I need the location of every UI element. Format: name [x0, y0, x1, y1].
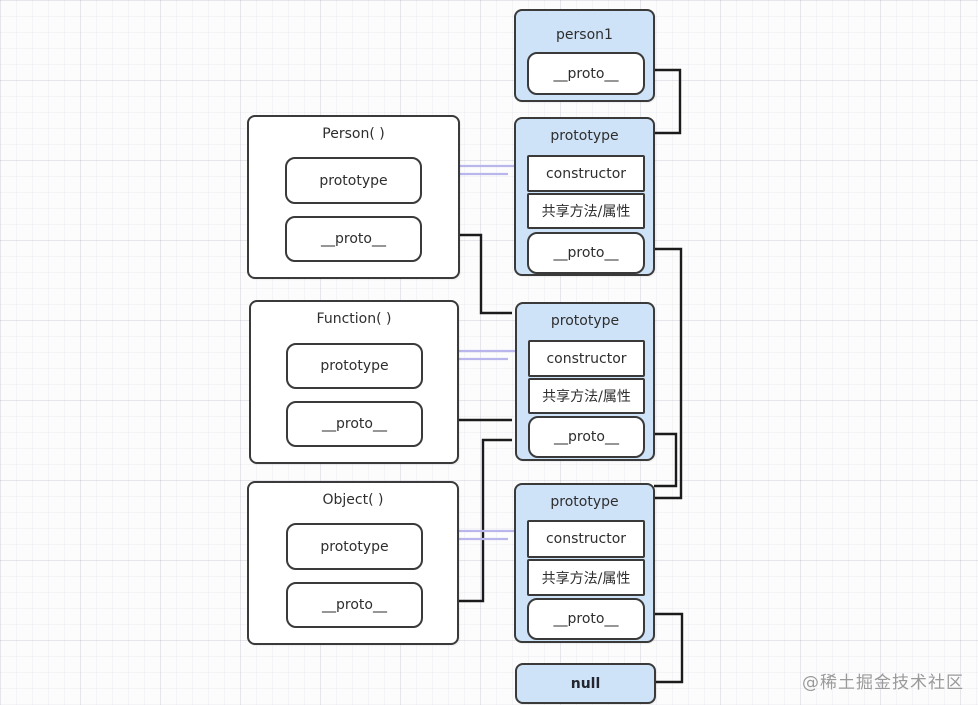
object-prototype-shared-slot: 共享方法/属性 [527, 559, 645, 596]
function-proto-slot: __proto__ [286, 401, 423, 447]
person1-proto-slot: __proto__ [527, 52, 645, 95]
object-prototype-object-box: prototype constructor 共享方法/属性 __proto__ [514, 483, 655, 643]
function-function-box: Function( ) prototype __proto__ [249, 300, 459, 464]
object-prototype-constructor-slot: constructor [527, 520, 645, 558]
person-prototype-constructor-slot: constructor [527, 155, 645, 192]
person-proto-slot: __proto__ [285, 216, 422, 262]
person-prototype-object-box: prototype constructor 共享方法/属性 __proto__ [514, 117, 655, 276]
arrow-person1-proto-to-person-prototype [640, 68, 682, 135]
person-prototype-proto-slot: __proto__ [527, 232, 645, 274]
object-prototype-proto-slot: __proto__ [527, 598, 645, 640]
function-prototype-object-title: prototype [550, 313, 620, 329]
person1-title: person1 [556, 27, 613, 43]
function-prototype-proto-slot: __proto__ [528, 416, 645, 458]
object-function-box: Object( ) prototype __proto__ [247, 481, 459, 645]
arrow-function-prototype-proto-to-object-prototype [642, 432, 678, 488]
watermark: @稀土掘金技术社区 [802, 673, 964, 693]
person-function-title: Person( ) [322, 126, 385, 142]
person-prototype-slot: prototype [285, 157, 422, 204]
function-prototype-constructor-slot: constructor [528, 340, 645, 377]
person-prototype-shared-slot: 共享方法/属性 [527, 193, 645, 229]
function-prototype-shared-slot: 共享方法/属性 [528, 378, 645, 414]
person-function-box: Person( ) prototype __proto__ [247, 115, 460, 279]
person-prototype-object-title: prototype [550, 128, 619, 144]
object-prototype-object-title: prototype [550, 494, 619, 510]
null-box: null [515, 663, 656, 704]
object-function-title: Object( ) [322, 492, 384, 508]
null-label: null [570, 675, 601, 692]
person1-instance-box: person1 __proto__ [514, 9, 655, 102]
arrow-person-prototype-proto-to-object-prototype [642, 247, 683, 500]
function-prototype-object-box: prototype constructor 共享方法/属性 __proto__ [515, 302, 655, 461]
arrow-object-prototype-proto-to-null [642, 612, 684, 684]
object-proto-slot: __proto__ [286, 582, 423, 628]
function-function-title: Function( ) [316, 311, 392, 327]
object-prototype-slot: prototype [286, 523, 423, 570]
function-prototype-slot: prototype [286, 343, 423, 389]
